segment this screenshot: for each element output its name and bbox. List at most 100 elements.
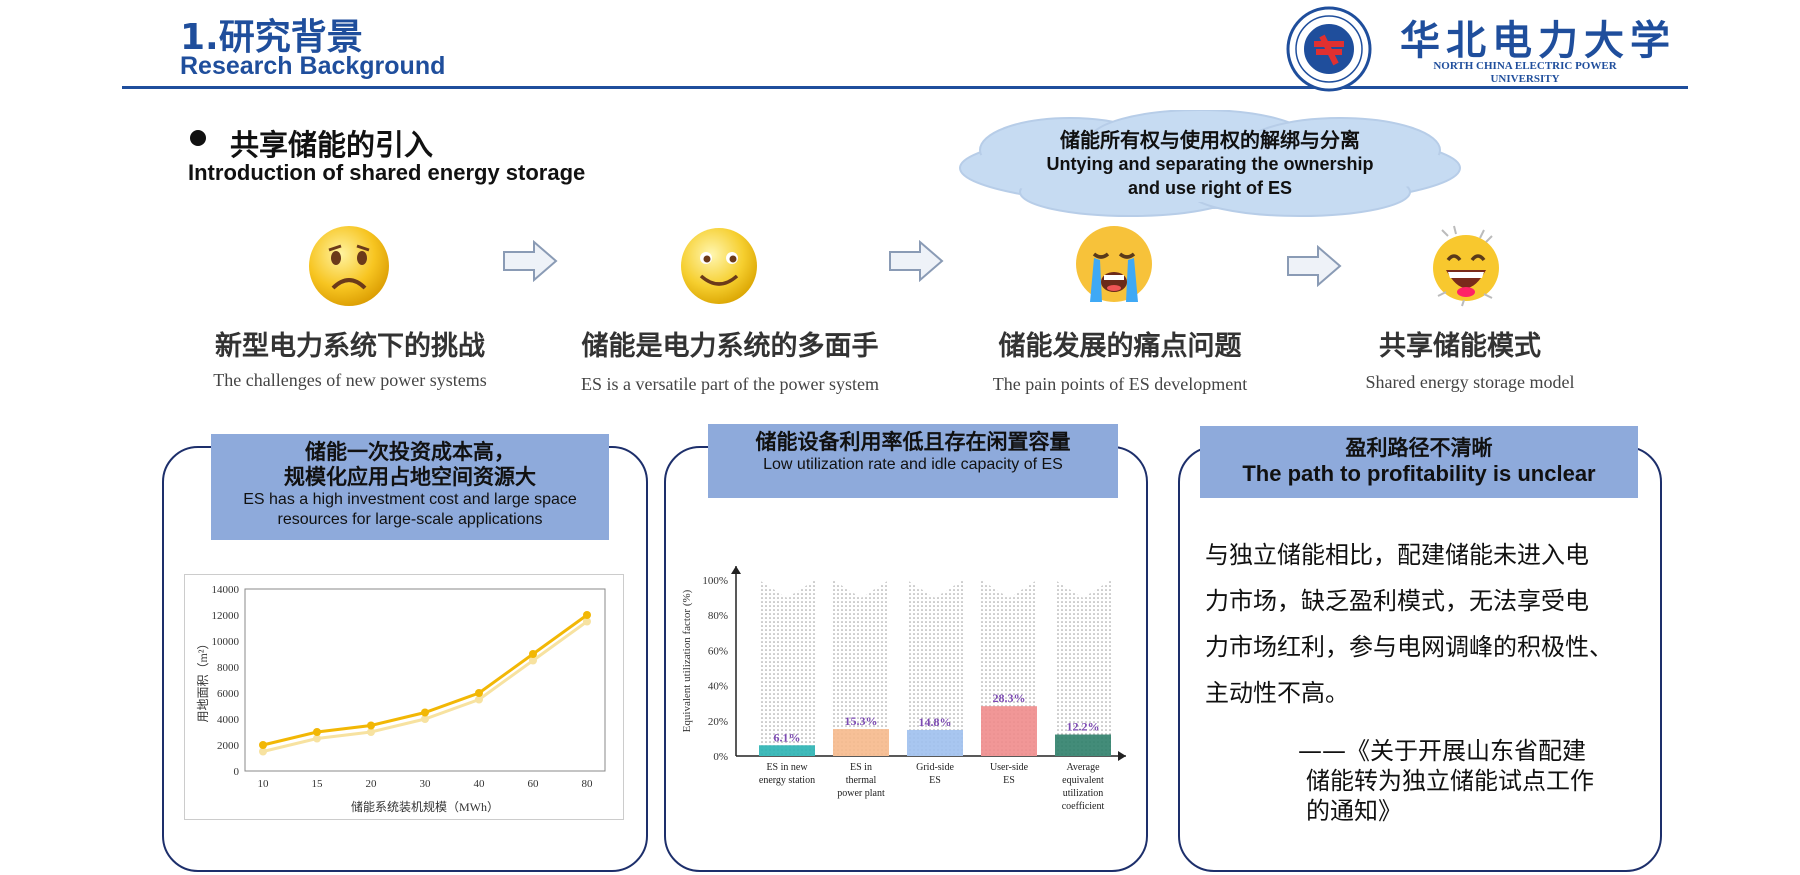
bar — [981, 706, 1037, 756]
data-point — [313, 728, 321, 736]
x-category-label: ES in — [850, 762, 872, 773]
panel-3-line: 力市场红利，参与电网调峰的积极性、 — [1205, 633, 1613, 661]
y-tick-label: 6000 — [217, 688, 240, 700]
bullet-icon — [190, 130, 206, 146]
university-name: 华北电力大学 — [1400, 17, 1676, 64]
panel-3-line: 与独立储能相比，配建储能未进入电 — [1205, 541, 1589, 569]
x-tick-label: 20 — [366, 778, 378, 790]
x-category-label: ES — [929, 775, 941, 786]
university-name-en: NORTH CHINA ELECTRIC POWER UNIVERSITY — [1433, 60, 1617, 85]
y-tick-label: 4000 — [217, 714, 240, 726]
bar — [907, 729, 963, 756]
stage-3-title: 储能发展的痛点问题 — [998, 331, 1242, 362]
bar-background — [907, 580, 963, 756]
y-tick-label: 12000 — [212, 610, 240, 622]
x-tick-label: 40 — [474, 778, 486, 790]
panel-3-banner: 盈利路径不清晰 The path to profitability is unc… — [1200, 426, 1638, 498]
data-point — [313, 734, 321, 743]
bar-notch — [833, 580, 889, 598]
x-tick-label: 10 — [258, 778, 270, 790]
y-axis-arrow — [731, 566, 741, 574]
land-area-chart-frame: 0 2000 4000 6000 8000 10000 12000 14000 10 15 20 30… — [184, 574, 624, 820]
panel-1-zh-1: 储能一次投资成本高， — [305, 440, 515, 464]
panel-3-body: 与独立储能相比，配建储能未进入电 力市场，缺乏盈利模式，无法享受电 力市场红利，… — [1205, 532, 1655, 716]
laughing-face-icon — [1433, 225, 1499, 307]
bar-background — [833, 580, 889, 756]
panel-1-en-2: resources for large-scale applications — [277, 511, 543, 528]
bar-notch — [981, 580, 1037, 598]
plot-area — [244, 588, 606, 772]
x-tick-label: 80 — [582, 778, 594, 790]
y-tick-label: 0% — [713, 751, 728, 763]
bar-value-label: 6.1% — [774, 730, 801, 744]
sad-face-icon — [309, 226, 389, 306]
stage-2-title: 储能是电力系统的多面手 — [581, 331, 879, 362]
y-tick-label: 14000 — [212, 584, 240, 596]
y-axis-label: Equivalent utilization factor (%) — [681, 589, 693, 732]
bar-background — [1055, 580, 1111, 756]
source-line: ——《关于开展山东省配建 — [1298, 737, 1586, 765]
bar — [759, 745, 815, 756]
data-point — [367, 728, 375, 736]
page-title: 1.研究背景 — [180, 17, 363, 58]
x-category-label: energy station — [759, 775, 815, 786]
x-category-label: User-side — [990, 762, 1029, 773]
cloud-en-1: Untying and separating the ownership — [1046, 154, 1374, 174]
data-point — [421, 715, 429, 723]
bar-notch — [1055, 580, 1111, 598]
header-divider — [122, 86, 1688, 89]
x-category-label: power plant — [837, 788, 885, 799]
x-tick-label: 60 — [528, 778, 540, 790]
x-tick-label: 15 — [312, 778, 324, 790]
section-title-zh: 共享储能的引入 — [230, 128, 434, 162]
utilization-bar-chart: 0%20%40%60%80%100%Equivalent utilization… — [681, 566, 1126, 812]
cloud-zh: 储能所有权与使用权的解绑与分离 — [1060, 128, 1360, 152]
crying-face-icon — [1076, 226, 1152, 302]
data-point — [583, 611, 591, 619]
y-tick-label: 0 — [234, 766, 240, 778]
land-area-line-chart: 0 2000 4000 6000 8000 10000 12000 14000 10 15 20 30… — [196, 584, 606, 814]
x-category-label: thermal — [846, 775, 877, 786]
y-axis-label: 用地面积（m²） — [196, 638, 210, 723]
x-category-label: equivalent — [1062, 775, 1104, 786]
bar — [1055, 734, 1111, 756]
x-tick-label: 30 — [420, 778, 432, 790]
data-point — [367, 721, 375, 730]
y-tick-label: 2000 — [217, 740, 240, 752]
y-tick-label: 10000 — [212, 636, 240, 648]
panel-1-en-1: ES has a high investment cost and large … — [243, 491, 577, 508]
data-point — [259, 741, 267, 749]
panel-3-line: 力市场，缺乏盈利模式，无法享受电 — [1205, 587, 1589, 615]
stage-1-title: 新型电力系统下的挑战 — [215, 331, 485, 362]
arrow-right-icon — [889, 240, 944, 282]
x-category-label: Average — [1066, 762, 1100, 773]
panel-1-banner: 储能一次投资成本高， 规模化应用占地空间资源大 ES has a high in… — [211, 434, 609, 540]
x-axis-arrow — [1118, 751, 1126, 761]
y-tick-label: 60% — [708, 645, 728, 657]
cloud-en-2: and use right of ES — [1127, 178, 1292, 198]
y-tick-label: 100% — [702, 575, 728, 587]
x-category-label: coefficient — [1062, 801, 1105, 812]
data-point — [259, 747, 267, 756]
data-point — [475, 695, 483, 704]
panel-3-line: 主动性不高。 — [1205, 679, 1349, 707]
source-line: 储能转为独立储能试点工作 — [1306, 767, 1594, 795]
panel-1-zh-2: 规模化应用占地空间资源大 — [284, 465, 536, 489]
stage-4-subtitle: Shared energy storage model — [1365, 372, 1575, 392]
x-axis-label: 储能系统装机规模（MWh） — [351, 799, 499, 814]
stage-2-subtitle: ES is a versatile part of the power syst… — [581, 374, 879, 394]
x-category-label: Grid-side — [916, 762, 954, 773]
arrow-right-icon — [1287, 245, 1342, 287]
bar-value-label: 14.8% — [919, 715, 952, 729]
panel-2-en: Low utilization rate and idle capacity o… — [763, 456, 1063, 473]
data-point — [475, 689, 483, 697]
panel-3-zh-title: 盈利路径不清晰 — [1345, 436, 1493, 460]
panel-3-source: ——《关于开展山东省配建 储能转为独立储能试点工作 的通知》 — [1298, 736, 1638, 826]
source-line: 的通知》 — [1306, 797, 1402, 825]
smile-face-icon — [681, 228, 757, 304]
y-tick-label: 20% — [708, 716, 728, 728]
bar-value-label: 15.3% — [845, 714, 878, 728]
y-tick-label: 8000 — [217, 662, 240, 674]
data-point — [583, 617, 591, 626]
bar-value-label: 28.3% — [993, 691, 1026, 705]
